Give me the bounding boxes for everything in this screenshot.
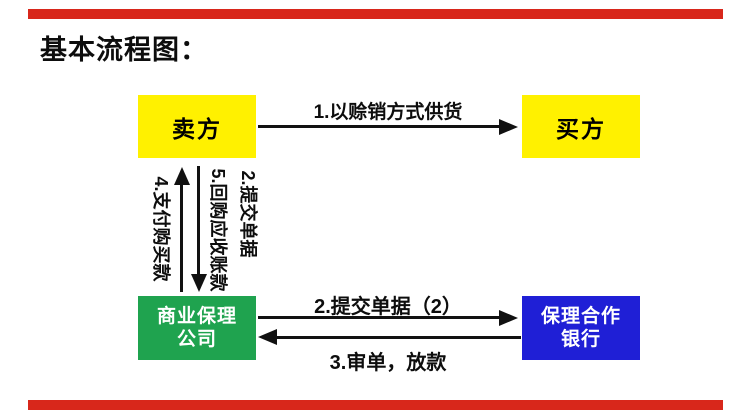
supply-arrow-line: [258, 125, 500, 128]
page-title: 基本流程图：: [40, 35, 208, 65]
bottom-accent-bar: [28, 400, 723, 410]
node-cooperating-bank: 保理合作 银行: [522, 296, 640, 360]
supply-arrowhead-icon: [499, 119, 518, 135]
node-cooperating-bank-label-line1: 保理合作: [540, 306, 621, 327]
node-factoring-company: 商业保理 公司: [138, 296, 256, 360]
node-seller-label: 卖方: [172, 115, 222, 142]
submit-documents-arrow-line: [197, 166, 200, 276]
submit-documents-2-arrow-line: [258, 316, 500, 319]
pay-purchase-arrowhead-icon: [174, 167, 190, 185]
submit-documents-2-arrow-label: 2.提交单据（2）: [314, 296, 462, 318]
supply-arrow-label: 1.以赊销方式供货: [313, 102, 463, 123]
pay-purchase-arrow-label: 4.支付购买款: [151, 176, 171, 282]
top-accent-bar: [28, 9, 723, 19]
submit-documents-2-arrowhead-icon: [499, 310, 518, 326]
review-loan-arrow-label: 3.审单，放款: [329, 352, 447, 374]
node-buyer-label: 买方: [556, 115, 606, 142]
submit-documents-arrowhead-icon: [191, 274, 207, 292]
node-buyer: 买方: [522, 95, 640, 158]
review-loan-arrowhead-icon: [258, 329, 277, 345]
repurchase-receivables-arrow-label: 5.回购应收账款: [208, 168, 228, 292]
review-loan-arrow-line: [276, 336, 521, 339]
node-factoring-company-label-line1: 商业保理: [156, 306, 237, 327]
pay-purchase-arrow-line: [180, 183, 183, 292]
submit-documents-arrow-label: 2.提交单据: [238, 170, 258, 258]
node-cooperating-bank-label-line2: 银行: [560, 329, 601, 350]
node-factoring-company-label-line2: 公司: [176, 329, 217, 350]
node-seller: 卖方: [138, 95, 256, 158]
